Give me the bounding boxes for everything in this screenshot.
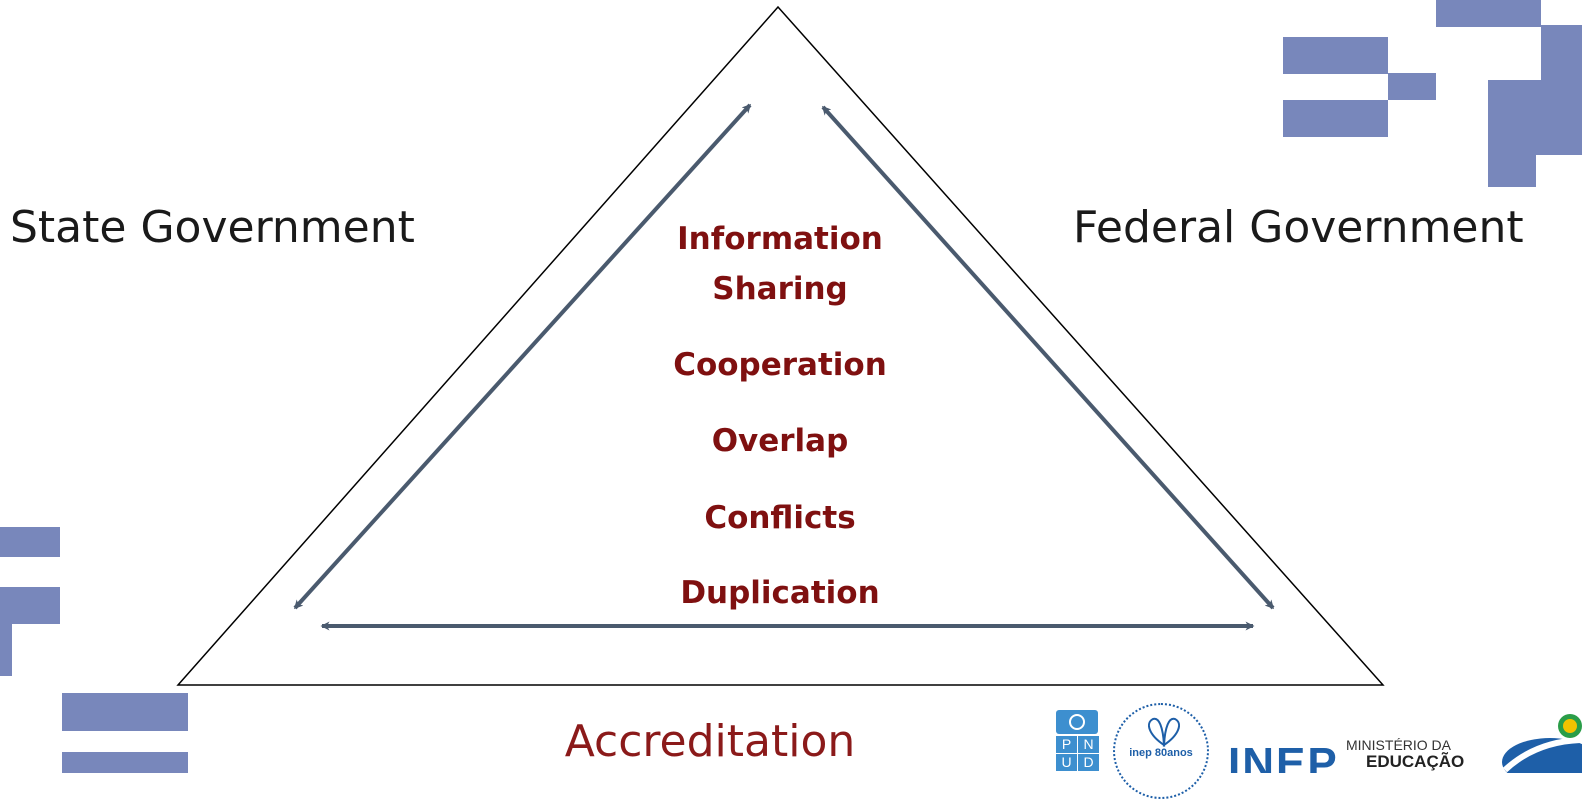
undp-letter: P xyxy=(1056,736,1077,753)
ministry-of-education-logo: MINISTÉRIO DA EDUCAÇÃO xyxy=(1346,737,1471,773)
undp-logo: P N U D xyxy=(1056,710,1100,773)
decor-block xyxy=(0,624,12,676)
decor-block xyxy=(1388,73,1436,100)
relation-term: Conflicts xyxy=(704,500,856,536)
decor-block xyxy=(1283,37,1388,74)
ministry-line-2: EDUCAÇÃO xyxy=(1366,752,1465,771)
decor-block xyxy=(62,752,188,773)
relation-term: Overlap xyxy=(711,423,849,459)
relation-term: Information xyxy=(677,221,883,257)
triangle-diagram xyxy=(176,5,1385,686)
decor-block xyxy=(1488,155,1536,187)
relation-term: Sharing xyxy=(712,271,848,307)
brazil-government-logo xyxy=(1495,712,1582,773)
relation-term: Duplication xyxy=(680,575,880,611)
decor-block xyxy=(0,587,60,624)
decor-block xyxy=(62,693,188,731)
inep-wordmark-logo: INEP xyxy=(1228,742,1339,773)
brazil-logo-icon xyxy=(1502,714,1582,773)
ministry-line-1: MINISTÉRIO DA xyxy=(1346,737,1452,753)
inep-80-anos-logo: inep 80anos xyxy=(1113,703,1209,799)
arrow-left-edge xyxy=(293,103,752,610)
undp-letter: D xyxy=(1078,754,1099,771)
state-government-label: State Government xyxy=(10,202,415,253)
federal-government-label: Federal Government xyxy=(1073,202,1524,253)
accreditation-label: Accreditation xyxy=(564,716,856,767)
undp-letter: N xyxy=(1078,736,1099,753)
arrow-right-edge xyxy=(821,105,1275,610)
decor-block xyxy=(1283,100,1388,137)
decor-block xyxy=(1541,25,1582,80)
relation-term: Cooperation xyxy=(673,347,887,383)
inep-wordmark-text: INEP xyxy=(1228,742,1339,773)
decor-block xyxy=(1436,0,1541,27)
undp-letter: U xyxy=(1056,754,1077,771)
decor-block xyxy=(1488,80,1582,155)
decor-block xyxy=(0,527,60,557)
inep-80-anos-text: inep 80anos xyxy=(1129,747,1193,759)
inep-leaf-icon xyxy=(1148,717,1180,747)
un-emblem-icon xyxy=(1056,710,1098,734)
